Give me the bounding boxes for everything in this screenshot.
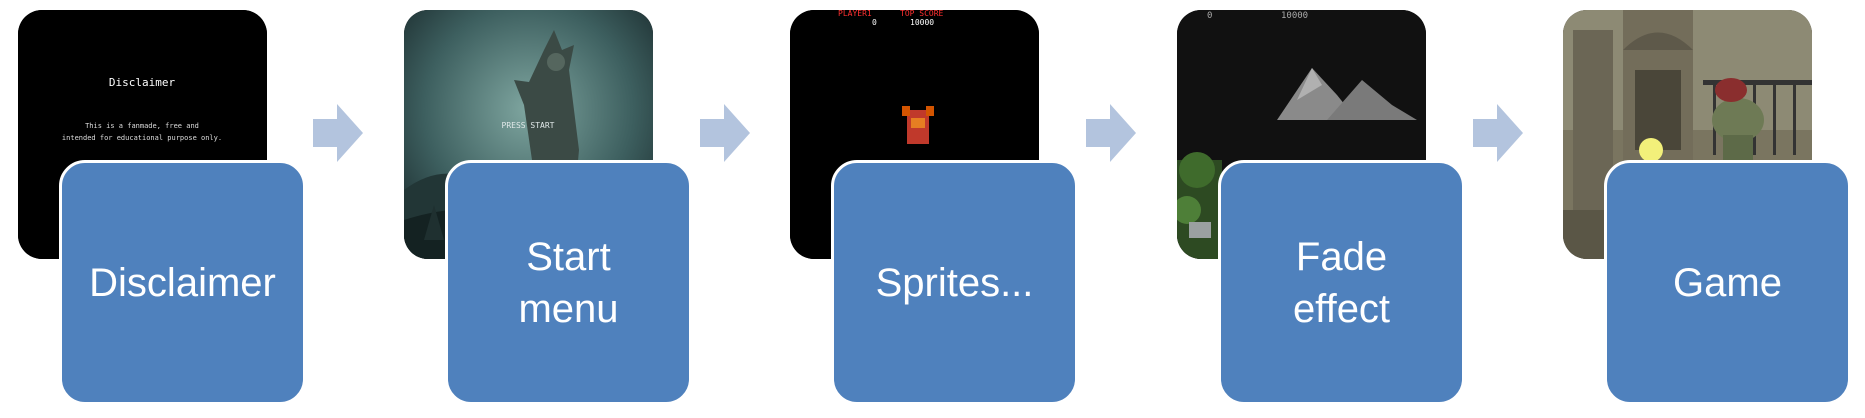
hud-score-left: 0 xyxy=(1207,11,1212,21)
flow-step-sprites: PLAYER1 TOP SCORE 0 10000 Sprites... xyxy=(790,0,1090,418)
hud-score-right: 10000 xyxy=(1281,11,1308,21)
step-label: Fade effect xyxy=(1292,234,1391,331)
hud-player-score: 0 xyxy=(872,18,877,27)
step-label: Game xyxy=(1673,260,1782,305)
step-box-sprites[interactable]: Sprites... xyxy=(831,160,1078,405)
step-label: Sprites... xyxy=(875,260,1034,305)
flow-step-game: Game xyxy=(1563,0,1863,418)
step-box-disclaimer[interactable]: Disclaimer xyxy=(59,160,306,405)
right-arrow-icon xyxy=(1473,104,1523,162)
flow-step-fade-effect: 0 10000 Fade effect xyxy=(1177,0,1477,418)
step-box-game[interactable]: Game xyxy=(1604,160,1851,405)
disclaimer-line-2: intended for educational purpose only. xyxy=(62,134,222,142)
step-box-fade-effect[interactable]: Fade effect xyxy=(1218,160,1465,405)
demon-sprite xyxy=(902,106,934,144)
step-label: Start menu xyxy=(518,234,619,331)
hud-player-label: PLAYER1 xyxy=(838,10,872,18)
press-start-text: PRESS START xyxy=(502,121,555,130)
hud-top-score: 10000 xyxy=(910,18,934,27)
right-arrow-icon xyxy=(313,104,363,162)
step-label: Disclaimer xyxy=(89,260,276,305)
flow-step-start-menu: PRESS START Start menu xyxy=(404,0,704,418)
right-arrow-icon xyxy=(1086,104,1136,162)
flow-step-disclaimer: Disclaimer This is a fanmade, free and i… xyxy=(18,0,318,418)
step-box-start-menu[interactable]: Start menu xyxy=(445,160,692,405)
right-arrow-icon xyxy=(700,104,750,162)
disclaimer-title: Disclaimer xyxy=(109,76,176,89)
hud-top-score-label: TOP SCORE xyxy=(900,10,944,18)
disclaimer-line-1: This is a fanmade, free and xyxy=(85,122,199,130)
